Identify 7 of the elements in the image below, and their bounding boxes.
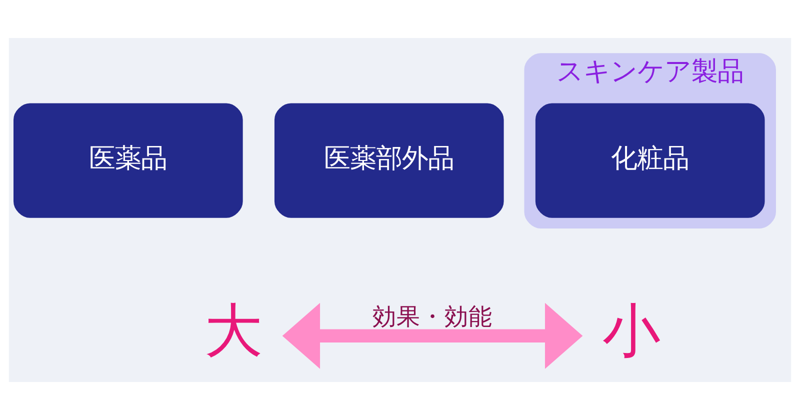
node-box: 化粧品 <box>535 102 765 218</box>
node-text: 小 <box>602 296 661 364</box>
node-box: 医薬品 <box>14 102 243 218</box>
node-box: 医薬部外品 <box>274 102 504 218</box>
node-text: 大 <box>204 296 263 364</box>
arrow <box>282 302 583 368</box>
edge-label: 効果・効能 <box>372 302 493 330</box>
